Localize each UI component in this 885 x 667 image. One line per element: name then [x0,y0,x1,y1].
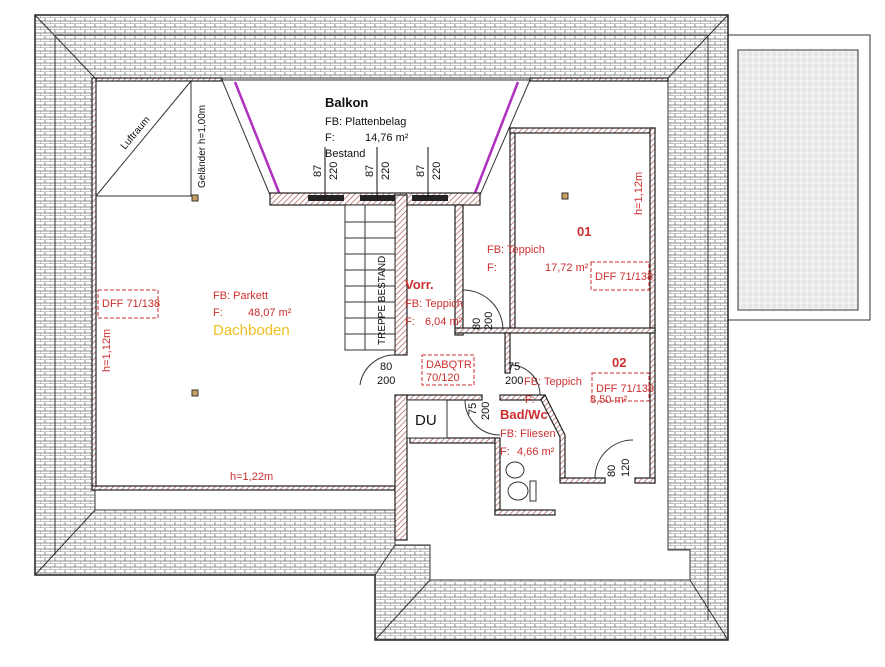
balkon-name: Balkon [325,95,368,110]
walls [91,77,669,541]
dabqtr-line1: DABQTR [426,359,472,371]
bad-name: Bad/Wc [500,407,548,422]
room01-area-label: F: [487,262,497,274]
dachboden-name: Dachboden [213,322,290,339]
balkon-area: 14,76 m² [365,132,409,144]
room02-name: 02 [612,355,626,370]
staircase [344,204,396,351]
dachboden-floor: FB: Parkett [213,290,268,302]
door-02b-height: 120 [620,459,632,477]
door-swing-stair [359,354,396,386]
dachboden-area: 48,07 m² [248,307,292,319]
balkon-note: Bestand [325,148,365,160]
dachboden-window: DFF 71/138 [102,298,160,310]
door-02-height: 200 [505,375,523,387]
door-01-height: 200 [483,312,495,330]
column-marker [191,194,199,202]
shower [406,399,448,439]
stair-label: TREPPE BESTAND [377,256,388,345]
window-3-height: 220 [431,162,443,180]
door-swing-02b [594,439,634,479]
door-02-width: 75 [508,361,520,373]
door-swing-02 [509,364,541,396]
dff-window-dachboden [97,289,159,319]
column-marker [191,389,199,397]
sink-icon [505,461,525,479]
balkon-floor: FB: Plattenbelag [325,116,406,128]
bad-area-label: F: [500,446,510,458]
dabqtr-line2: 70/120 [426,372,460,384]
vorr-area-label: F: [405,316,415,328]
door-swing-bad [464,399,501,436]
bad-door-width: 75 [467,403,479,415]
bad-area: 4,66 m² [517,446,555,458]
room01-name: 01 [577,224,591,239]
du-label: DU [415,412,437,429]
stair-door-height: 200 [377,375,395,387]
door-01-width: 80 [471,318,483,330]
window-2-width: 87 [364,165,376,177]
toilet-tank [529,480,537,502]
balkon-area-label: F: [325,132,335,144]
dachboden-area-label: F: [213,307,223,319]
room02-floor: FB: Teppich [524,376,582,388]
window-1-width: 87 [312,165,324,177]
bad-door-height: 200 [480,402,492,420]
window-1-height: 220 [328,162,340,180]
dachboden-height-side: h=1,12m [101,329,113,372]
room02-window: DFF 71/138 [596,383,654,395]
dff-window-01 [590,261,650,291]
luftraum [95,80,192,197]
railing-label: Geländer h=1,00m [197,105,208,188]
window-dims: 87 220 87 220 87 220 [312,147,443,198]
vorr-area: 6,04 m² [425,316,463,328]
door-swing-01 [462,289,504,331]
column-marker [561,192,569,200]
room01-height: h=1,12m [633,172,645,215]
window-2-height: 220 [380,162,392,180]
toilet-icon [507,481,529,501]
dachboden-height-bottom: h=1,22m [230,471,273,483]
vorr-floor: FB: Teppich [405,298,463,310]
room02-area-label: F: [525,394,535,406]
bad-floor: FB: Fliesen [500,428,556,440]
window-3-width: 87 [415,165,427,177]
dabqtr-window [421,354,475,386]
door-02b-width: 80 [606,465,618,477]
vorr-name: Vorr. [405,277,434,292]
room01-window: DFF 71/138 [595,271,653,283]
room02-area: 8,50 m² [590,394,628,406]
terrace [727,34,871,321]
room01-floor: FB: Teppich [487,244,545,256]
stair-door-width: 80 [380,361,392,373]
room01-area: 17,72 m² [545,262,589,274]
dff-window-02 [591,372,650,402]
